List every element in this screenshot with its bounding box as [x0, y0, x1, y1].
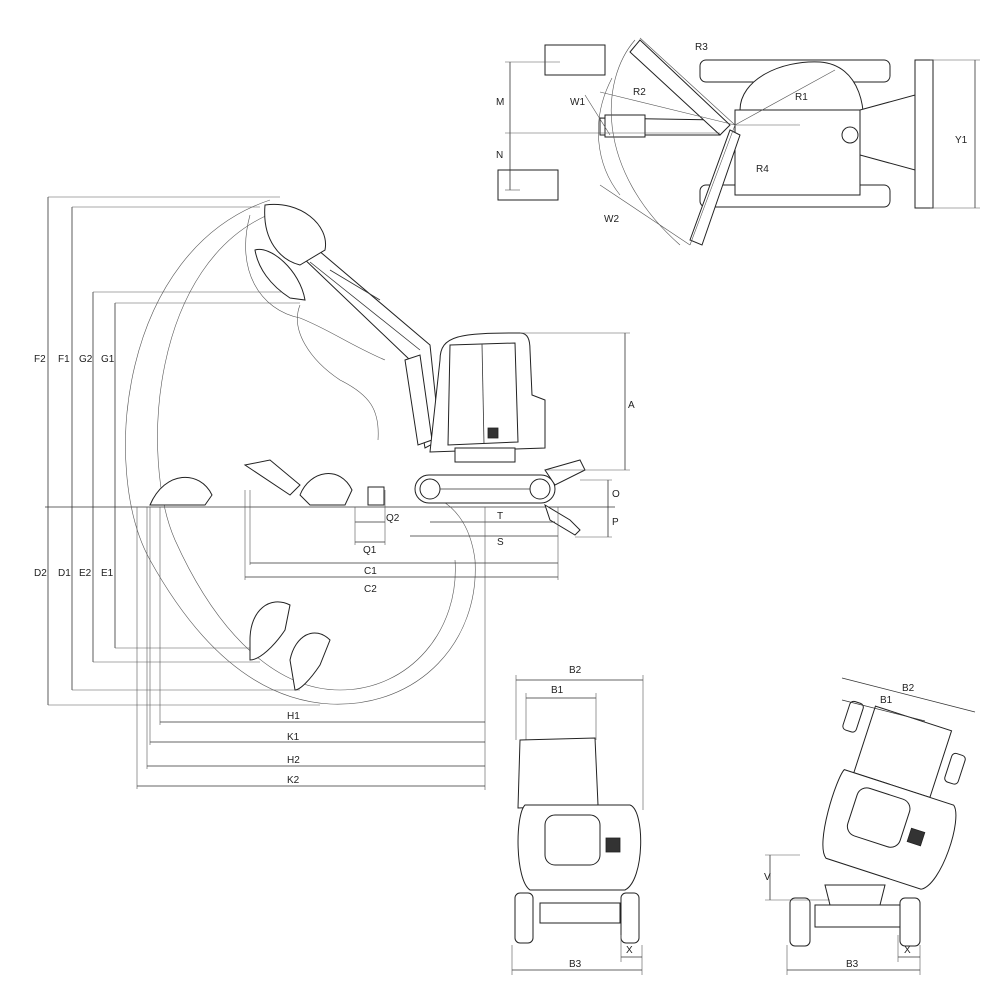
- label-d1: D1: [58, 568, 71, 579]
- ground-buckets: [149, 459, 353, 506]
- label-a: A: [628, 400, 635, 411]
- label-front-b2: B2: [569, 665, 582, 676]
- label-c2: C2: [364, 584, 377, 595]
- label-k2: K2: [287, 775, 300, 786]
- label-c1: C1: [364, 566, 377, 577]
- reach-dimensions: [136, 507, 485, 789]
- label-w2: W2: [604, 214, 619, 225]
- track-front-box: [367, 486, 385, 506]
- label-e1: E1: [101, 568, 114, 579]
- label-h1: H1: [287, 711, 300, 722]
- label-r2: R2: [633, 87, 646, 98]
- blade-lowered: [544, 503, 581, 536]
- right-dimensions: [520, 332, 630, 538]
- depth-buckets: [249, 601, 331, 691]
- height-dimensions: [47, 196, 320, 706]
- label-n: N: [496, 150, 503, 161]
- label-f2: F2: [34, 354, 46, 365]
- front-grille-icon: [605, 837, 621, 853]
- boom-arm: [299, 249, 441, 449]
- side-view: F2 F1 G2 G1 D2 D1 E2 E1: [34, 196, 635, 790]
- label-d2: D2: [34, 568, 47, 579]
- label-g1: G1: [101, 354, 115, 365]
- label-front-b3: B3: [569, 959, 582, 970]
- label-front-x: X: [626, 945, 633, 956]
- raised-bucket: [254, 203, 326, 301]
- label-p: P: [612, 517, 619, 528]
- label-o: O: [612, 489, 620, 500]
- label-tilt-b2: B2: [902, 683, 915, 694]
- label-y1: Y1: [955, 135, 968, 146]
- reach-envelopes: [125, 199, 476, 705]
- label-q2: Q2: [386, 513, 400, 524]
- top-view: [497, 37, 980, 246]
- label-tilt-v: V: [764, 872, 771, 883]
- label-k1: K1: [287, 732, 300, 743]
- label-g2: G2: [79, 354, 93, 365]
- label-r3: R3: [695, 42, 708, 53]
- label-t: T: [497, 511, 503, 522]
- counterweight: [454, 447, 516, 463]
- label-s: S: [497, 537, 504, 548]
- label-m: M: [496, 97, 504, 108]
- label-r4: R4: [756, 164, 769, 175]
- label-tilt-x: X: [904, 945, 911, 956]
- label-e2: E2: [79, 568, 92, 579]
- label-h2: H2: [287, 755, 300, 766]
- label-front-b1: B1: [551, 685, 564, 696]
- label-f1: F1: [58, 354, 70, 365]
- label-q1: Q1: [363, 545, 377, 556]
- excavator-house: [429, 332, 546, 463]
- tilted-front-view: [765, 677, 976, 975]
- label-tilt-b1: B1: [880, 695, 893, 706]
- track: [367, 459, 586, 536]
- label-w1: W1: [570, 97, 585, 108]
- length-dimensions: [244, 490, 559, 790]
- label-tilt-b3: B3: [846, 959, 859, 970]
- label-r1: R1: [795, 92, 808, 103]
- front-view: [511, 675, 644, 975]
- tilt-grille-icon: [906, 827, 926, 847]
- grille-icon: [487, 427, 499, 439]
